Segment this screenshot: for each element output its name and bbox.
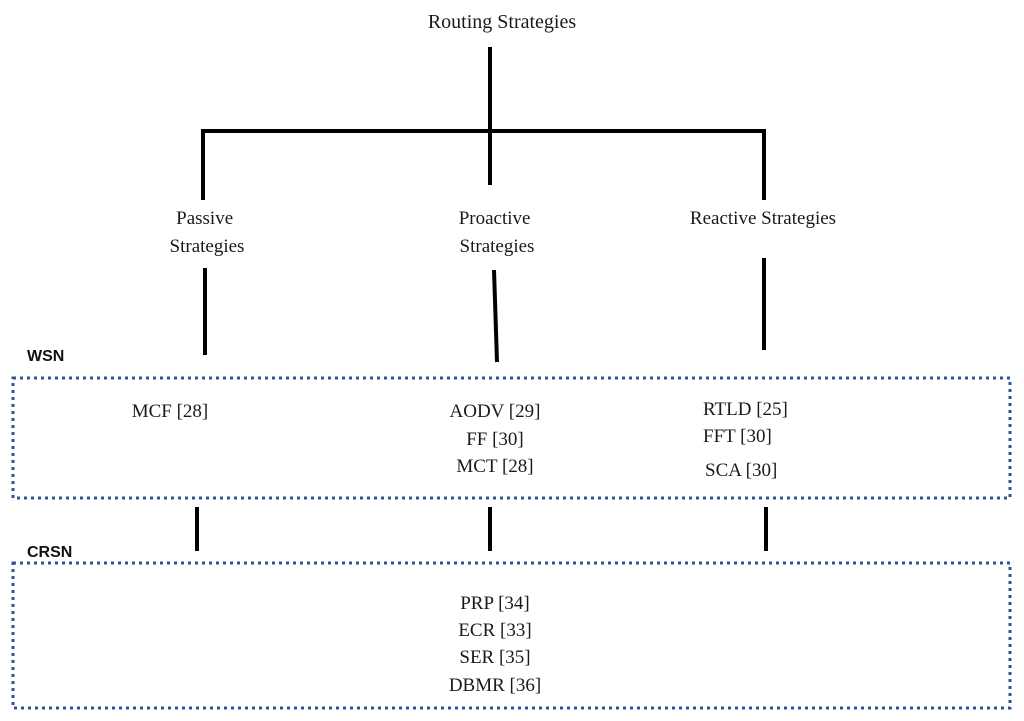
crsn-item: PRP [34] (460, 593, 530, 614)
crsn-box (11, 561, 1012, 710)
category-proactive: Proactive Strategies (459, 208, 536, 257)
category-proactive-line2: Strategies (460, 236, 535, 257)
category-passive-line2: Strategies (170, 236, 245, 257)
wsn-label: WSN (27, 348, 64, 365)
wsn-passive-item: MCF [28] (132, 401, 209, 422)
wsn-reactive-item: SCA [30] (705, 460, 777, 481)
wsn-proactive-item: AODV [29] (450, 401, 541, 422)
crsn-item: SER [35] (459, 647, 530, 668)
wsn-proactive-item: MCT [28] (456, 456, 533, 477)
wsn-proactive-item: FF [30] (466, 429, 524, 450)
wsn-box (11, 376, 1012, 500)
wsn-reactive-item: FFT [30] (703, 426, 772, 447)
crsn-label: CRSN (27, 544, 72, 561)
category-passive-line1: Passive (176, 208, 233, 229)
crsn-item: DBMR [36] (449, 675, 541, 696)
category-reactive: Reactive Strategies (690, 208, 836, 229)
crsn-item: ECR [33] (458, 620, 531, 641)
category-passive: Passive Strategies (170, 208, 245, 257)
proactive-to-wsn-line (492, 269, 499, 363)
wsn-reactive-item: RTLD [25] (703, 399, 788, 420)
category-proactive-line1: Proactive (459, 208, 531, 229)
root-title: Routing Strategies (428, 11, 577, 33)
